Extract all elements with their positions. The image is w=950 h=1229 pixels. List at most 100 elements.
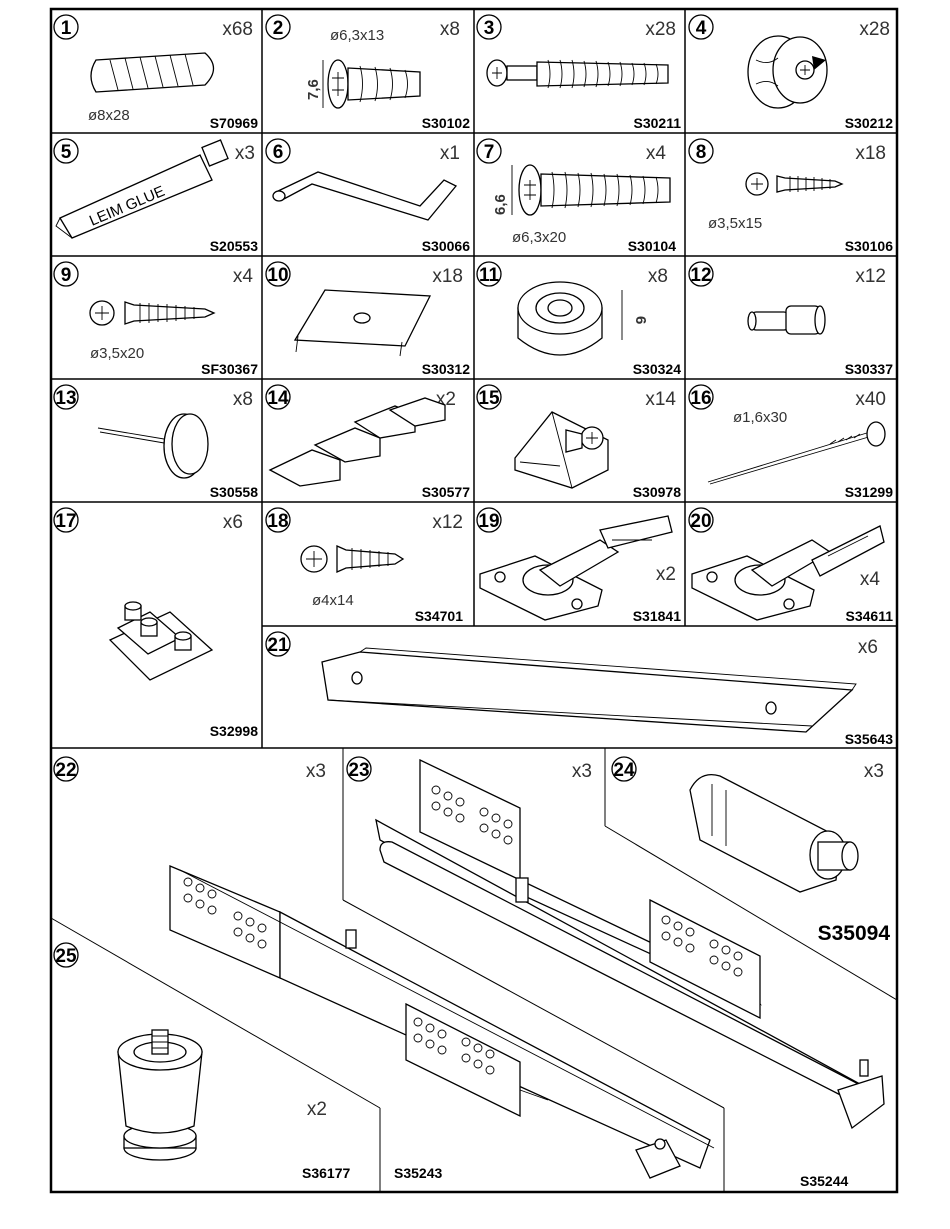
- part-number: 24: [613, 760, 635, 781]
- part-number: 21: [267, 635, 289, 656]
- part-number: 5: [61, 142, 72, 163]
- part-24: 24 x3 S35094: [611, 756, 891, 945]
- part-15: 15 x14 S30978: [476, 384, 681, 500]
- part-number: 25: [55, 946, 77, 967]
- part-number: 7: [484, 142, 495, 163]
- part-number: 22: [55, 760, 76, 781]
- hinge-icon: [479, 515, 673, 621]
- part-number: 11: [479, 265, 500, 286]
- part-number-badge: [688, 14, 714, 40]
- dowel-icon: [90, 52, 215, 93]
- part-14: 14 x2 S30577: [265, 384, 470, 500]
- part-13: 13 x8 S30558: [53, 384, 258, 500]
- part-number-badge: [53, 507, 79, 533]
- mounting-plate-icon: [108, 601, 214, 681]
- part-code: SF30367: [201, 361, 258, 377]
- part-code: S35243: [394, 1165, 442, 1181]
- part-20: 20 x4 S34611: [688, 507, 894, 624]
- part-code: S70969: [210, 115, 258, 131]
- part-5: 5 x3 LEIM GLUE S20553: [53, 138, 258, 254]
- dimension-label: ø6,3x13: [330, 27, 384, 44]
- euro-screw-long-icon: [511, 164, 671, 216]
- angle-rail-icon: [321, 647, 857, 733]
- part-code: S30324: [633, 361, 681, 377]
- part-number: 19: [478, 511, 499, 532]
- part-code: S35244: [800, 1173, 848, 1189]
- part-number-badge: [265, 384, 291, 410]
- part-code: S30312: [422, 361, 470, 377]
- part-number: 15: [478, 388, 500, 409]
- part-code: S30212: [845, 115, 893, 131]
- part-number-badge: [53, 261, 79, 287]
- part-number: 20: [690, 511, 711, 532]
- spacer-ring-icon: [517, 281, 623, 356]
- part-8: 8 x18 ø3,5x15 S30106: [688, 138, 893, 254]
- quantity: x14: [645, 389, 676, 410]
- part-code: S30577: [422, 484, 470, 500]
- part-code: S30558: [210, 484, 258, 500]
- quantity: x4: [860, 569, 881, 590]
- part-code: S31841: [633, 608, 681, 624]
- part-code: S35643: [845, 731, 893, 747]
- quantity: x3: [864, 761, 884, 782]
- wood-screw-icon: [745, 172, 844, 196]
- euro-screw-icon: [322, 59, 421, 109]
- drawer-slide-icon: [169, 865, 715, 1179]
- quantity: x6: [223, 512, 243, 533]
- felt-glide-icon: [97, 413, 209, 479]
- part-number-badge: [476, 384, 502, 410]
- part-code: S34701: [415, 608, 463, 624]
- part-number-badge: [265, 138, 291, 164]
- part-7: 7 x4 6,6 ø6,3x20 S30104: [476, 138, 676, 254]
- quantity: x68: [222, 19, 253, 40]
- part-code: S32998: [210, 723, 258, 739]
- part-code: S35094: [818, 922, 891, 945]
- part-code: S34611: [846, 608, 894, 624]
- part-9: 9 x4 ø3,5x20 SF30367: [53, 261, 258, 377]
- wedge-shims-icon: [268, 397, 446, 487]
- part-number-badge: [265, 631, 291, 657]
- part-number-badge: [688, 261, 714, 287]
- part-21: 21 x6 S35643: [265, 631, 893, 747]
- allen-key-icon: [272, 171, 458, 221]
- part-number-badge: [476, 14, 502, 40]
- part-3: 3 x28 S30211: [476, 14, 681, 131]
- part-code: S31299: [845, 484, 893, 500]
- part-number: 18: [267, 511, 288, 532]
- corner-block-icon: [514, 411, 609, 489]
- part-number: 6: [273, 142, 284, 163]
- cam-lock-icon: [747, 35, 828, 109]
- leveling-foot-icon: [117, 1029, 203, 1161]
- push-latch-icon: [689, 773, 859, 893]
- part-18: 18 x12 ø4x14 S34701: [265, 507, 463, 624]
- part-number-badge: [688, 384, 714, 410]
- part-number-badge: [611, 756, 637, 782]
- part-number: 17: [55, 511, 76, 532]
- part-number: 1: [61, 18, 72, 39]
- quantity: x12: [855, 266, 886, 287]
- part-12: 12 x12 S30337: [688, 261, 893, 377]
- part-number-badge: [688, 138, 714, 164]
- dimension-label: ø6,3x20: [512, 229, 566, 246]
- wood-screw-icon: [89, 300, 216, 326]
- nail-plate-icon: [293, 289, 432, 357]
- part-23: 23 x3 S35244: [346, 756, 885, 1189]
- height-dimension-label: 6: [632, 316, 649, 324]
- quantity: x3: [306, 761, 326, 782]
- quantity: x8: [440, 19, 460, 40]
- grid-lines: [49, 7, 899, 1194]
- quantity: x18: [432, 266, 463, 287]
- part-code: S30337: [845, 361, 893, 377]
- nail-icon: [707, 421, 886, 485]
- part-number: 9: [61, 265, 72, 286]
- part-17: 17 x6 S32998: [53, 507, 258, 739]
- dimension-label: ø4x14: [312, 592, 354, 609]
- part-number: 12: [690, 265, 711, 286]
- quantity: x28: [645, 19, 676, 40]
- part-number-badge: [53, 138, 79, 164]
- part-code: S30102: [422, 115, 470, 131]
- part-number: 10: [267, 265, 288, 286]
- drawer-slide-icon: [375, 758, 885, 1130]
- part-number: 14: [267, 388, 289, 409]
- part-number-badge: [346, 756, 372, 782]
